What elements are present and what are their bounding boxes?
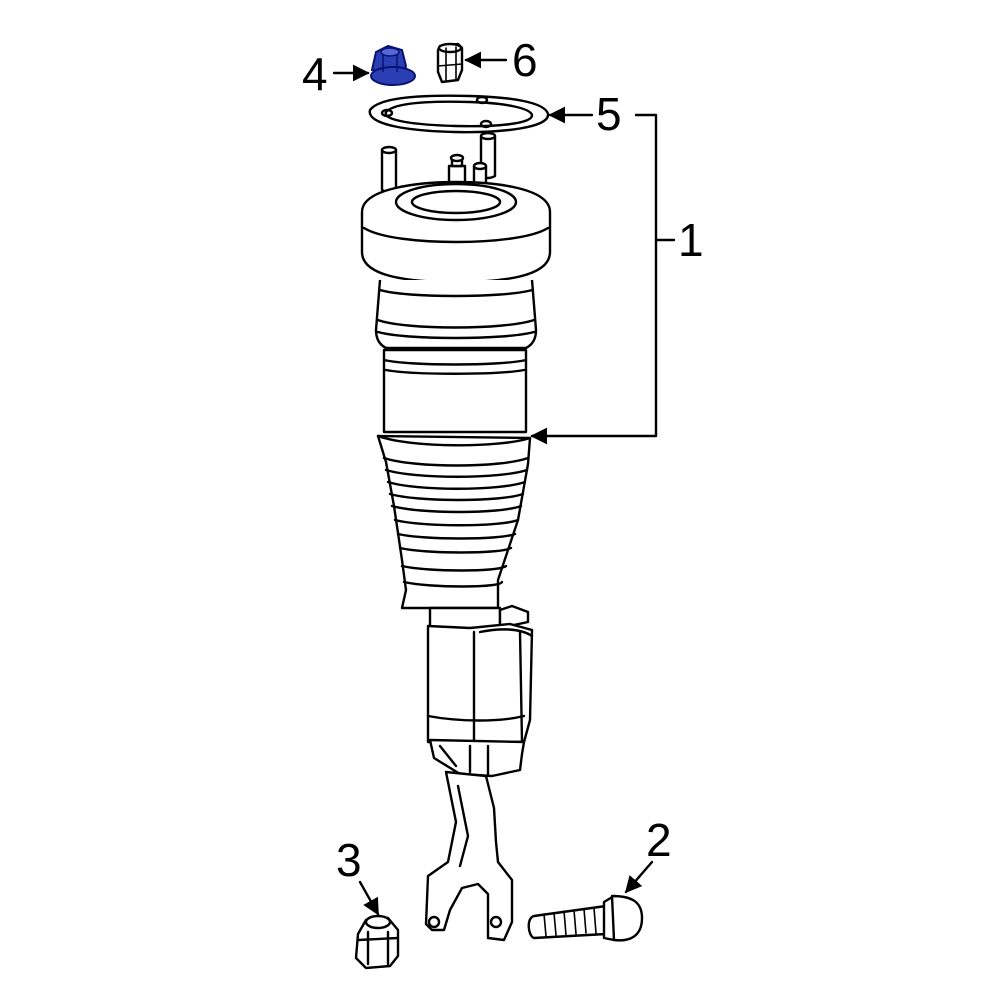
part-3-hex-nut[interactable] <box>354 914 400 970</box>
callout-6: 6 <box>512 34 538 86</box>
part-2-bolt[interactable] <box>527 894 644 942</box>
part-5-gasket[interactable] <box>368 94 550 134</box>
part-4-nut-highlighted[interactable] <box>370 44 416 86</box>
callout-3: 3 <box>336 834 362 886</box>
callout-5: 5 <box>596 88 622 140</box>
callout-4: 4 <box>302 48 328 100</box>
part-1-air-strut[interactable] <box>360 131 552 942</box>
callout-2: 2 <box>646 814 672 866</box>
callout-1: 1 <box>678 214 704 266</box>
leader-lines <box>332 51 676 916</box>
part-6-nut[interactable] <box>436 42 464 84</box>
